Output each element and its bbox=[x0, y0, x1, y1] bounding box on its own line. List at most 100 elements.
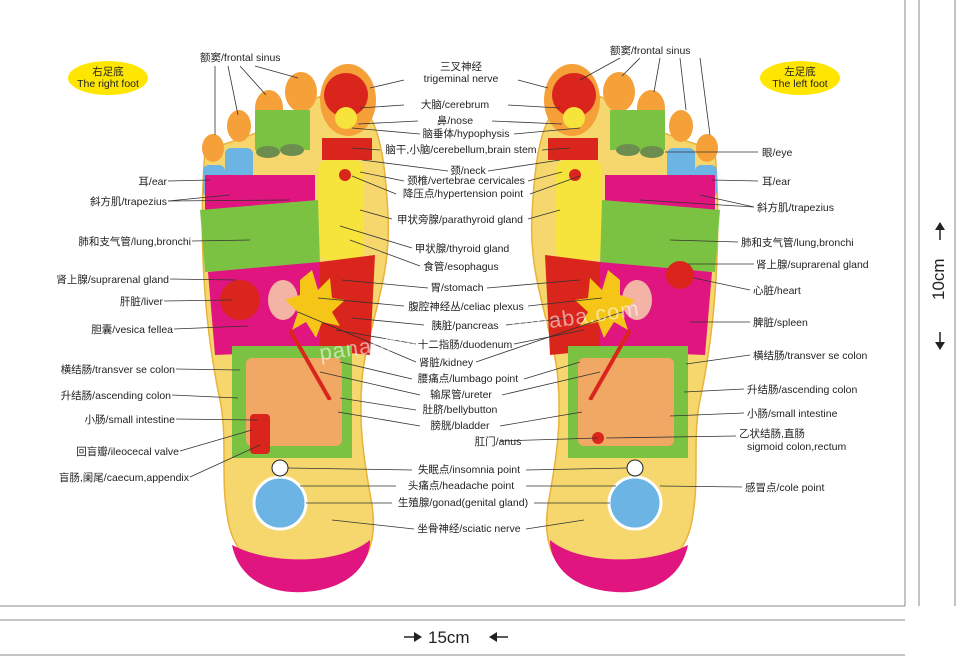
hypertension-point-label: 降压点/hypertension point bbox=[402, 188, 524, 200]
left-transverse-colon-label: 横结肠/transver se colon bbox=[753, 350, 868, 362]
trigeminal-cn-label: 三叉神经 bbox=[440, 61, 482, 73]
left-brain-zone bbox=[552, 73, 596, 117]
right-toe-2 bbox=[285, 72, 317, 112]
right-appendix bbox=[250, 414, 270, 454]
left-gonad-zone bbox=[607, 475, 663, 531]
right-hypertension-point bbox=[339, 169, 351, 181]
hypophysis-label: 脑垂体/hypophysis bbox=[422, 128, 510, 140]
right-suprarenal-label: 肾上腺/suprarenal gland bbox=[56, 274, 169, 286]
right-stomach-zone bbox=[320, 255, 375, 355]
cervical-vertebrae-label: 颈椎/vertebrae cervicales bbox=[407, 175, 525, 187]
right-bladder bbox=[320, 400, 340, 420]
left-toe-2 bbox=[603, 72, 635, 112]
left-ascending-colon-label: 升结肠/ascending colon bbox=[747, 384, 858, 396]
right-eye-zone bbox=[255, 110, 310, 150]
left-toe-4 bbox=[669, 110, 693, 142]
eye-label: 眼/eye bbox=[762, 147, 793, 159]
right-brain-zone bbox=[324, 73, 368, 117]
right-ascending-colon-label: 升结肠/ascending colon bbox=[60, 390, 171, 402]
insomnia-point-label: 失眠点/insomnia point bbox=[417, 464, 521, 476]
left-foot-title: 左足底 The left foot bbox=[760, 61, 840, 95]
bladder-label: 膀胱/bladder bbox=[430, 420, 490, 432]
left-kidney bbox=[622, 280, 652, 320]
appendix-label: 盲肠,阑尾/caecum,appendix bbox=[58, 472, 189, 484]
right-hypophysis bbox=[335, 107, 357, 129]
height-arrow bbox=[935, 222, 945, 350]
right-foot-title: 右足底 The right foot bbox=[68, 61, 148, 95]
lumbago-point-label: 腰痛点/lumbago point bbox=[417, 373, 519, 385]
pancreas-label: 胰脏/pancreas bbox=[431, 320, 499, 332]
trigeminal-en-label: trigeminal nerve bbox=[423, 73, 499, 85]
height-dimension-label: 10cm bbox=[929, 258, 948, 300]
cole-point-label: 感冒点/cole point bbox=[745, 482, 825, 494]
right-eye-1 bbox=[256, 146, 280, 158]
ureter-label: 输尿管/ureter bbox=[430, 389, 492, 401]
neck-label: 颈/neck bbox=[450, 165, 486, 177]
celiac-plexus-label: 腹腔神经丛/celiac plexus bbox=[408, 301, 524, 313]
left-leader-lines bbox=[163, 65, 299, 478]
kidney-label: 肾脏/kidney bbox=[418, 357, 474, 369]
ileocecal-valve-label: 回盲瓣/ileocecal valve bbox=[76, 446, 179, 458]
right-gonad-zone bbox=[252, 475, 308, 531]
headache-point-label: 头痛点/headache point bbox=[407, 480, 515, 492]
sigmoid-colon-en-label: sigmoid colon,rectum bbox=[747, 441, 847, 453]
left-suprarenal-label: 肾上腺/suprarenal gland bbox=[756, 259, 869, 271]
width-arrow bbox=[404, 632, 508, 642]
right-foot-title-en: The right foot bbox=[77, 78, 139, 90]
right-brainstem-zone bbox=[322, 138, 372, 160]
left-heart bbox=[666, 261, 694, 289]
left-brainstem-zone bbox=[548, 138, 598, 160]
left-bladder bbox=[580, 400, 600, 420]
stomach-label: 胃/stomach bbox=[430, 282, 484, 294]
liver-label: 肝脏/liver bbox=[119, 296, 163, 308]
left-insomnia-point bbox=[626, 459, 644, 477]
right-lung-label: 肺和支气管/lung,bronchi bbox=[78, 236, 191, 248]
right-neck-zone bbox=[318, 160, 364, 260]
sciatic-nerve-label: 坐骨神经/sciatic nerve bbox=[417, 523, 521, 535]
right-small-intestine-label: 小肠/small intestine bbox=[84, 414, 175, 426]
right-insomnia-point bbox=[271, 459, 289, 477]
left-lung-label: 肺和支气管/lung,bronchi bbox=[741, 237, 854, 249]
left-eye-zone bbox=[610, 110, 665, 150]
right-toe-4 bbox=[227, 110, 251, 142]
left-ear-label: 耳/ear bbox=[762, 176, 791, 188]
right-kidney bbox=[268, 280, 298, 320]
right-eye-2 bbox=[280, 144, 304, 156]
left-small-intestine-label: 小肠/small intestine bbox=[747, 408, 838, 420]
left-trapezius-label: 斜方肌/trapezius bbox=[757, 202, 835, 214]
right-lung-zone bbox=[200, 200, 320, 272]
cerebrum-label: 大脑/cerebrum bbox=[420, 99, 490, 111]
left-stomach-zone bbox=[545, 255, 600, 355]
left-frontal-sinus-label: 额窦/frontal sinus bbox=[610, 45, 691, 57]
left-hypophysis bbox=[563, 107, 585, 129]
right-liver bbox=[220, 280, 260, 320]
left-sciatic-zone bbox=[550, 540, 688, 593]
right-leader-lines bbox=[579, 57, 759, 488]
thyroid-label: 甲状腺/thyroid gland bbox=[414, 243, 510, 255]
nose-label: 鼻/nose bbox=[436, 115, 474, 127]
width-dimension-label: 15cm bbox=[428, 628, 470, 647]
left-celiac-plexus bbox=[575, 270, 635, 338]
sigmoid-colon-cn-label: 乙状结肠,直肠 bbox=[739, 428, 805, 440]
gonad-label: 生殖腺/gonad(genital gland) bbox=[397, 497, 529, 509]
left-neck-zone bbox=[556, 160, 602, 260]
right-ear-label: 耳/ear bbox=[138, 176, 167, 188]
left-eye-2 bbox=[640, 146, 664, 158]
right-foot bbox=[200, 64, 390, 593]
left-foot bbox=[530, 64, 720, 593]
duodenum-label: 十二指肠/duodenum bbox=[417, 339, 513, 351]
left-foot-title-en: The left foot bbox=[772, 78, 828, 90]
bellybutton-label: 肚脐/bellybutton bbox=[422, 404, 498, 416]
right-sciatic-zone bbox=[232, 540, 370, 593]
spleen-label: 脾脏/spleen bbox=[753, 317, 808, 329]
right-celiac-plexus bbox=[285, 270, 345, 338]
brainstem-label: 脑干,小脑/cerebellum,brain stem bbox=[385, 144, 537, 156]
left-toe-5 bbox=[696, 134, 718, 162]
right-ureter bbox=[288, 329, 332, 401]
left-eye-1 bbox=[616, 144, 640, 156]
right-transverse-colon-label: 横结肠/transver se colon bbox=[60, 364, 175, 376]
right-foot-title-cn: 右足底 bbox=[92, 66, 124, 78]
esophagus-label: 食管/esophagus bbox=[423, 261, 499, 273]
left-hypertension-point bbox=[569, 169, 581, 181]
